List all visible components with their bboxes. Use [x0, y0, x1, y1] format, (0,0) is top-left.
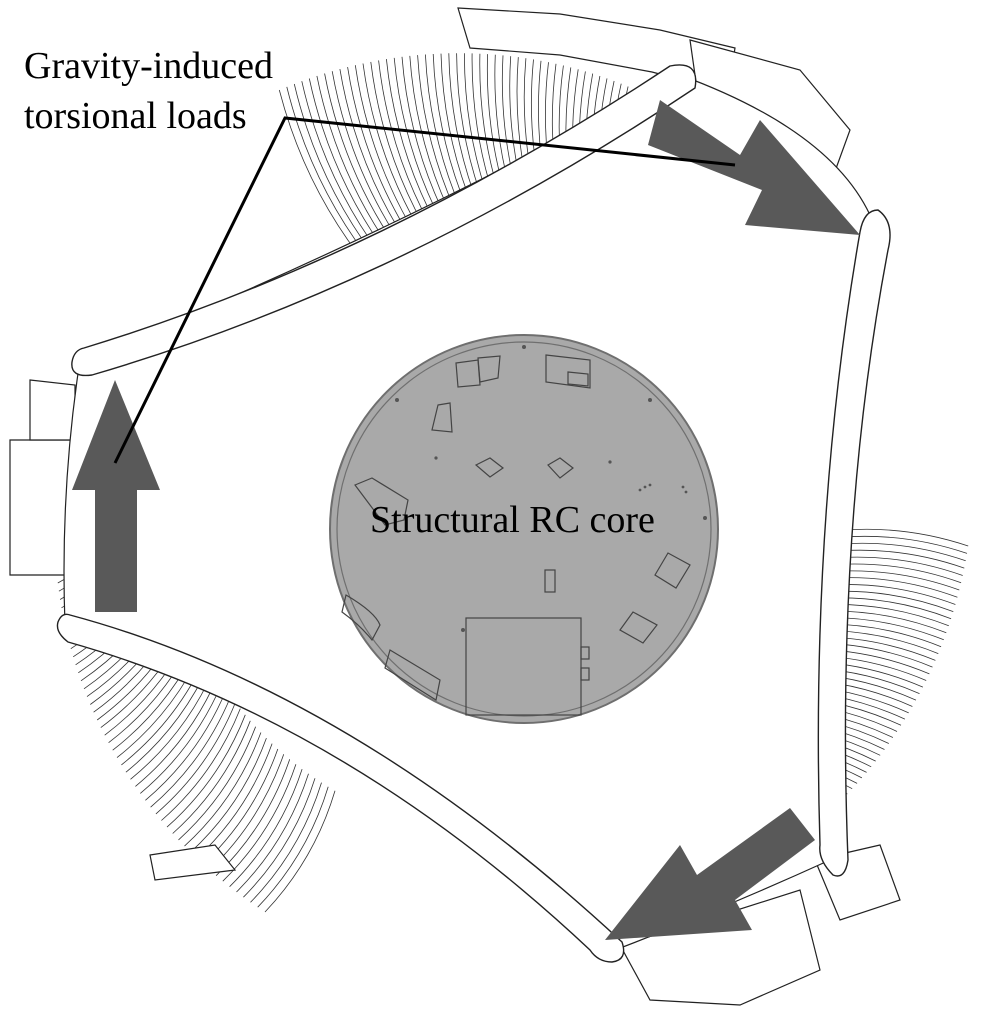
floor-slab-edge: [150, 695, 232, 808]
arrow-top-right: [648, 100, 860, 235]
core-label: Structural RC core: [370, 499, 655, 541]
arrow-left: [72, 380, 160, 612]
floor-slab-edge: [190, 737, 267, 853]
perimeter-beams: [56, 64, 891, 963]
floor-slab-edge: [178, 726, 256, 841]
arrow-bottom-right: [605, 808, 815, 940]
loads-label-line-2: torsional loads: [24, 95, 247, 137]
floor-slab-edge: [243, 778, 316, 898]
loads-label-line-1: Gravity-induced: [24, 45, 274, 87]
floor-slab-edge: [140, 682, 223, 794]
floor-slab-edge: [155, 702, 236, 815]
floor-slab-edge: [229, 768, 303, 887]
floor-slab-edge: [264, 790, 336, 913]
floor-slab-edge: [184, 732, 262, 847]
floor-slab-edge: [166, 714, 246, 828]
floor-slab-edge: [250, 782, 322, 903]
leader-lines: [113, 116, 736, 464]
floor-slab-edge: [161, 708, 241, 821]
floor-slab-edge: [257, 786, 329, 908]
floor-slab-edge: [172, 720, 251, 834]
floor-slab-edge: [236, 773, 309, 893]
floor-slab-edge: [145, 689, 227, 801]
torsion-arrows: [72, 100, 860, 940]
rc-core: [329, 334, 719, 724]
